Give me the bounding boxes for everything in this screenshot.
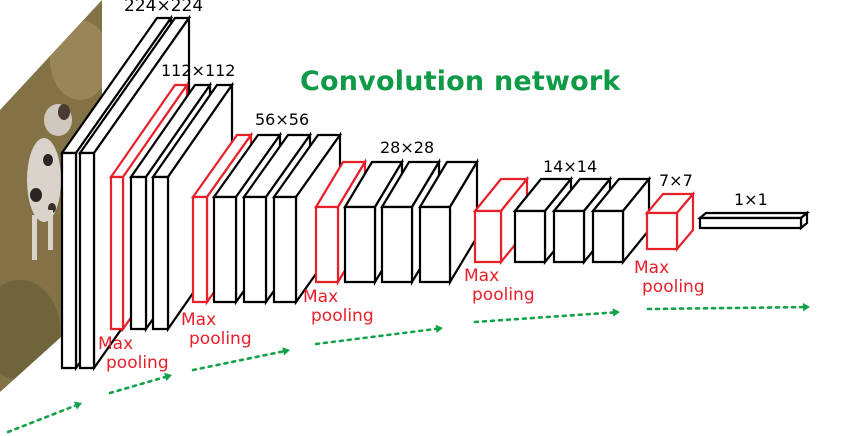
size-label-6: 7×7 bbox=[659, 171, 693, 190]
size-label-4: 28×28 bbox=[380, 138, 435, 157]
max-pooling-label-line1: Max bbox=[634, 258, 670, 278]
flow-arrow-3 bbox=[191, 347, 290, 372]
max-pooling-label-line1: Max bbox=[464, 266, 500, 286]
layer-blocks bbox=[59, 14, 811, 372]
flow-arrow-6 bbox=[646, 302, 810, 312]
size-label-7: 1×1 bbox=[734, 190, 768, 209]
size-label-1: 224×224 bbox=[124, 0, 204, 16]
max-pooling-label-line1: Max bbox=[98, 334, 134, 354]
max-pooling-block-5 bbox=[644, 190, 696, 253]
diagram-title: Convolution network bbox=[300, 66, 621, 97]
max-pooling-label-line2: pooling bbox=[189, 329, 252, 349]
max-pooling-label-line1: Max bbox=[303, 287, 339, 307]
flow-arrow-2 bbox=[108, 372, 172, 395]
flow-arrow-1 bbox=[6, 401, 82, 434]
max-pooling-label-line1: Max bbox=[181, 310, 217, 330]
size-label-2: 112×112 bbox=[161, 61, 236, 80]
data-flow-arrows bbox=[6, 302, 810, 434]
flow-arrow-4 bbox=[314, 324, 443, 346]
size-label-3: 56×56 bbox=[255, 110, 310, 129]
conv-block-14 bbox=[696, 210, 811, 231]
max-pooling-label-line2: pooling bbox=[642, 277, 705, 297]
dog-figure bbox=[27, 104, 72, 260]
max-pooling-label-line2: pooling bbox=[472, 285, 535, 305]
max-pooling-label-line2: pooling bbox=[106, 353, 169, 373]
max-pooling-label-line2: pooling bbox=[311, 306, 374, 326]
size-label-5: 14×14 bbox=[543, 157, 598, 176]
conv-block-13 bbox=[590, 175, 652, 266]
flow-arrow-5 bbox=[473, 308, 620, 324]
